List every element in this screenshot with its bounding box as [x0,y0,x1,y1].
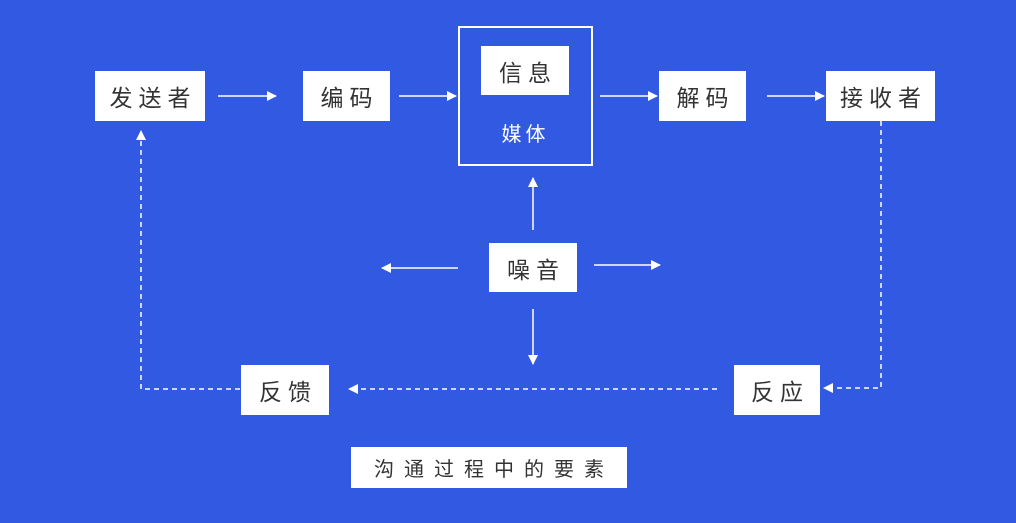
receiver-label: 接收者 [840,86,927,112]
encode-label: 编码 [320,86,379,112]
diagram-caption: 沟通过程中的要素 [374,457,614,481]
noise-box: 噪音 [489,243,577,292]
decode-box: 解码 [659,71,746,121]
diagram-caption-box: 沟通过程中的要素 [351,447,627,488]
sender-box: 发送者 [95,71,205,121]
noise-label: 噪音 [507,257,565,284]
encode-box: 编码 [303,71,390,121]
message-box: 信息 [481,46,569,95]
sender-label: 发送者 [109,86,197,112]
medium-label: 媒体 [501,122,550,146]
feedback-box: 反馈 [241,365,329,415]
response-box: 反应 [734,365,820,415]
medium-frame [458,26,593,166]
dashed-feedback-to-sender [136,130,240,390]
message-label: 信息 [499,60,557,87]
receiver-box: 接收者 [826,71,935,121]
decode-label: 解码 [676,86,735,112]
response-label: 反应 [751,380,809,406]
dashed-receiver-to-response [823,121,882,393]
feedback-label: 反馈 [259,380,317,406]
